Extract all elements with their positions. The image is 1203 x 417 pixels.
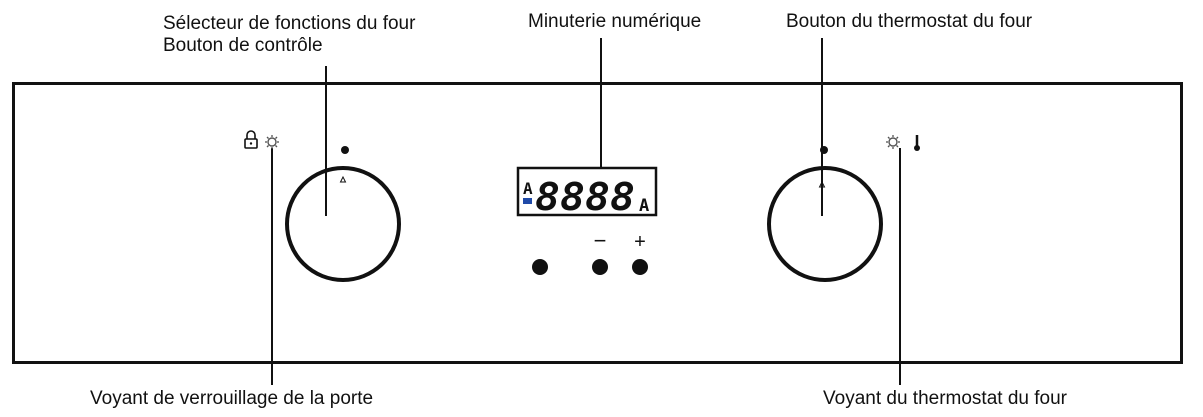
timer-display — [516, 166, 658, 217]
timer-display-suffix: A — [639, 196, 649, 216]
timer-plus-button[interactable] — [632, 259, 648, 275]
function-selector-label: Sélecteur de fonctions du four Bouton de… — [163, 13, 415, 57]
thermostat-position-dot — [820, 146, 828, 154]
thermostat-knob[interactable] — [767, 166, 883, 282]
timer-minus-button[interactable] — [592, 259, 608, 275]
thermostat-knob-label: Bouton du thermostat du four — [786, 11, 1033, 32]
thermostat-pointer-icon — [818, 180, 826, 188]
timer-minus-label: − — [594, 228, 607, 253]
thermostat-light-icon — [886, 135, 900, 149]
function-selector-knob[interactable] — [285, 166, 401, 282]
timer-display-digits: 8888 — [535, 175, 635, 219]
door-lock-light-icon — [265, 135, 279, 149]
function-selector-pointer-icon — [339, 175, 347, 183]
thermometer-icon — [914, 135, 920, 151]
door-lock-light-label: Voyant de verrouillage de la porte — [90, 388, 374, 409]
lock-icon — [244, 130, 258, 149]
timer-display-indicator — [523, 198, 532, 204]
function-selector-label-line2: Bouton de contrôle — [163, 35, 323, 56]
digital-timer-label: Minuterie numérique — [528, 11, 702, 32]
thermostat-light-label: Voyant du thermostat du four — [823, 388, 1067, 409]
timer-plus-label: + — [634, 231, 646, 253]
timer-display-prefix: A — [523, 179, 533, 198]
control-panel — [12, 82, 1183, 364]
function-selector-position-dot — [341, 146, 349, 154]
timer-button-left[interactable] — [532, 259, 548, 275]
function-selector-label-line1: Sélecteur de fonctions du four — [163, 13, 416, 34]
